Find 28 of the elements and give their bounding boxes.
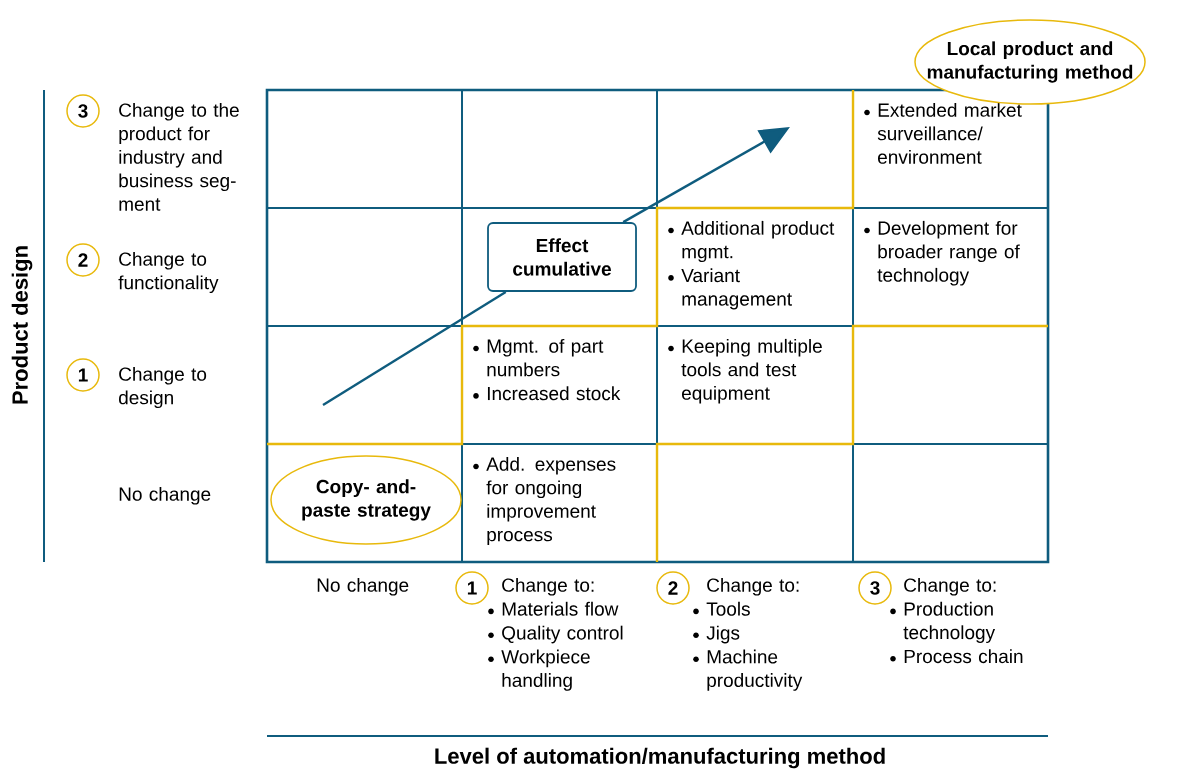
column-heading: Change to: [502,577,594,596]
list-item: Process chain [890,649,1023,664]
list-item: Production technology [890,601,996,643]
row-label: Change to functionality [118,251,219,294]
column-heading: Change to: [707,577,799,596]
list-item: Machine productivity [693,649,803,691]
list-item: Extended market surveillance/ environment [864,102,1022,164]
column-label: No change [317,577,409,596]
list-item: Additional product mgmt. [668,220,835,263]
list-item: Materials flow [488,601,619,616]
list-item: Jigs [693,625,740,644]
list-item: Variant management [668,268,792,310]
row-label: Change to the product for industry and business seg- ment [119,102,239,211]
list-item: Workpiece handling [488,649,590,691]
axis-title: Product design [11,246,33,404]
list-item: Keeping multiple tools and test equipment [668,338,822,404]
list-item: Increased stock [473,386,621,401]
list-item: Mgmt. of part numbers [473,338,604,377]
ellipse-callout: Copy- and-paste strategy [270,455,462,545]
list-item: Quality control [488,625,623,644]
axis-title: Level of automation/manufacturing method [435,747,885,769]
list-item: Add. expenses for ongoing improvement process [473,456,616,546]
list-item: Tools [693,601,750,616]
row-label: No change [119,486,211,505]
column-heading: Change to: [904,577,996,596]
text-box: Effect cumulative [487,222,637,292]
list-item: Development for broader range of technology [864,220,1020,286]
row-label: Change to design [119,366,207,409]
